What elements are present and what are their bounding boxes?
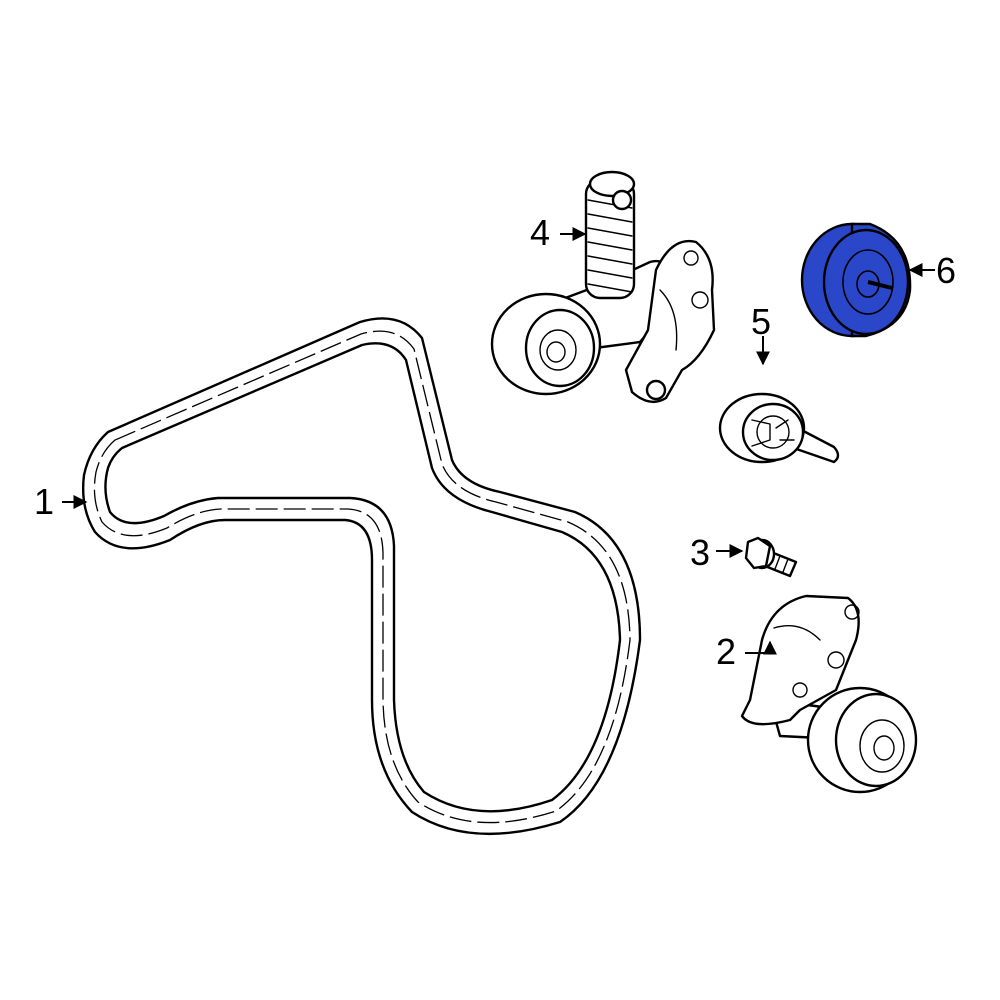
idler-pulley-highlighted[interactable] bbox=[800, 222, 912, 338]
serpentine-belt[interactable] bbox=[81, 317, 642, 835]
callout-2: 2 bbox=[716, 631, 737, 672]
callout-1: 1 bbox=[34, 481, 55, 522]
callout-5: 5 bbox=[751, 301, 772, 342]
idler-pulley-small[interactable] bbox=[718, 392, 840, 464]
callout-4: 4 bbox=[530, 212, 551, 253]
bolt[interactable] bbox=[744, 536, 798, 578]
callout-3: 3 bbox=[690, 532, 711, 573]
leader-arrow-2 bbox=[745, 640, 777, 655]
tensioner-assembly-lower[interactable] bbox=[740, 594, 918, 794]
tensioner-assembly-upper[interactable] bbox=[490, 170, 716, 404]
callout-6: 6 bbox=[936, 250, 957, 291]
